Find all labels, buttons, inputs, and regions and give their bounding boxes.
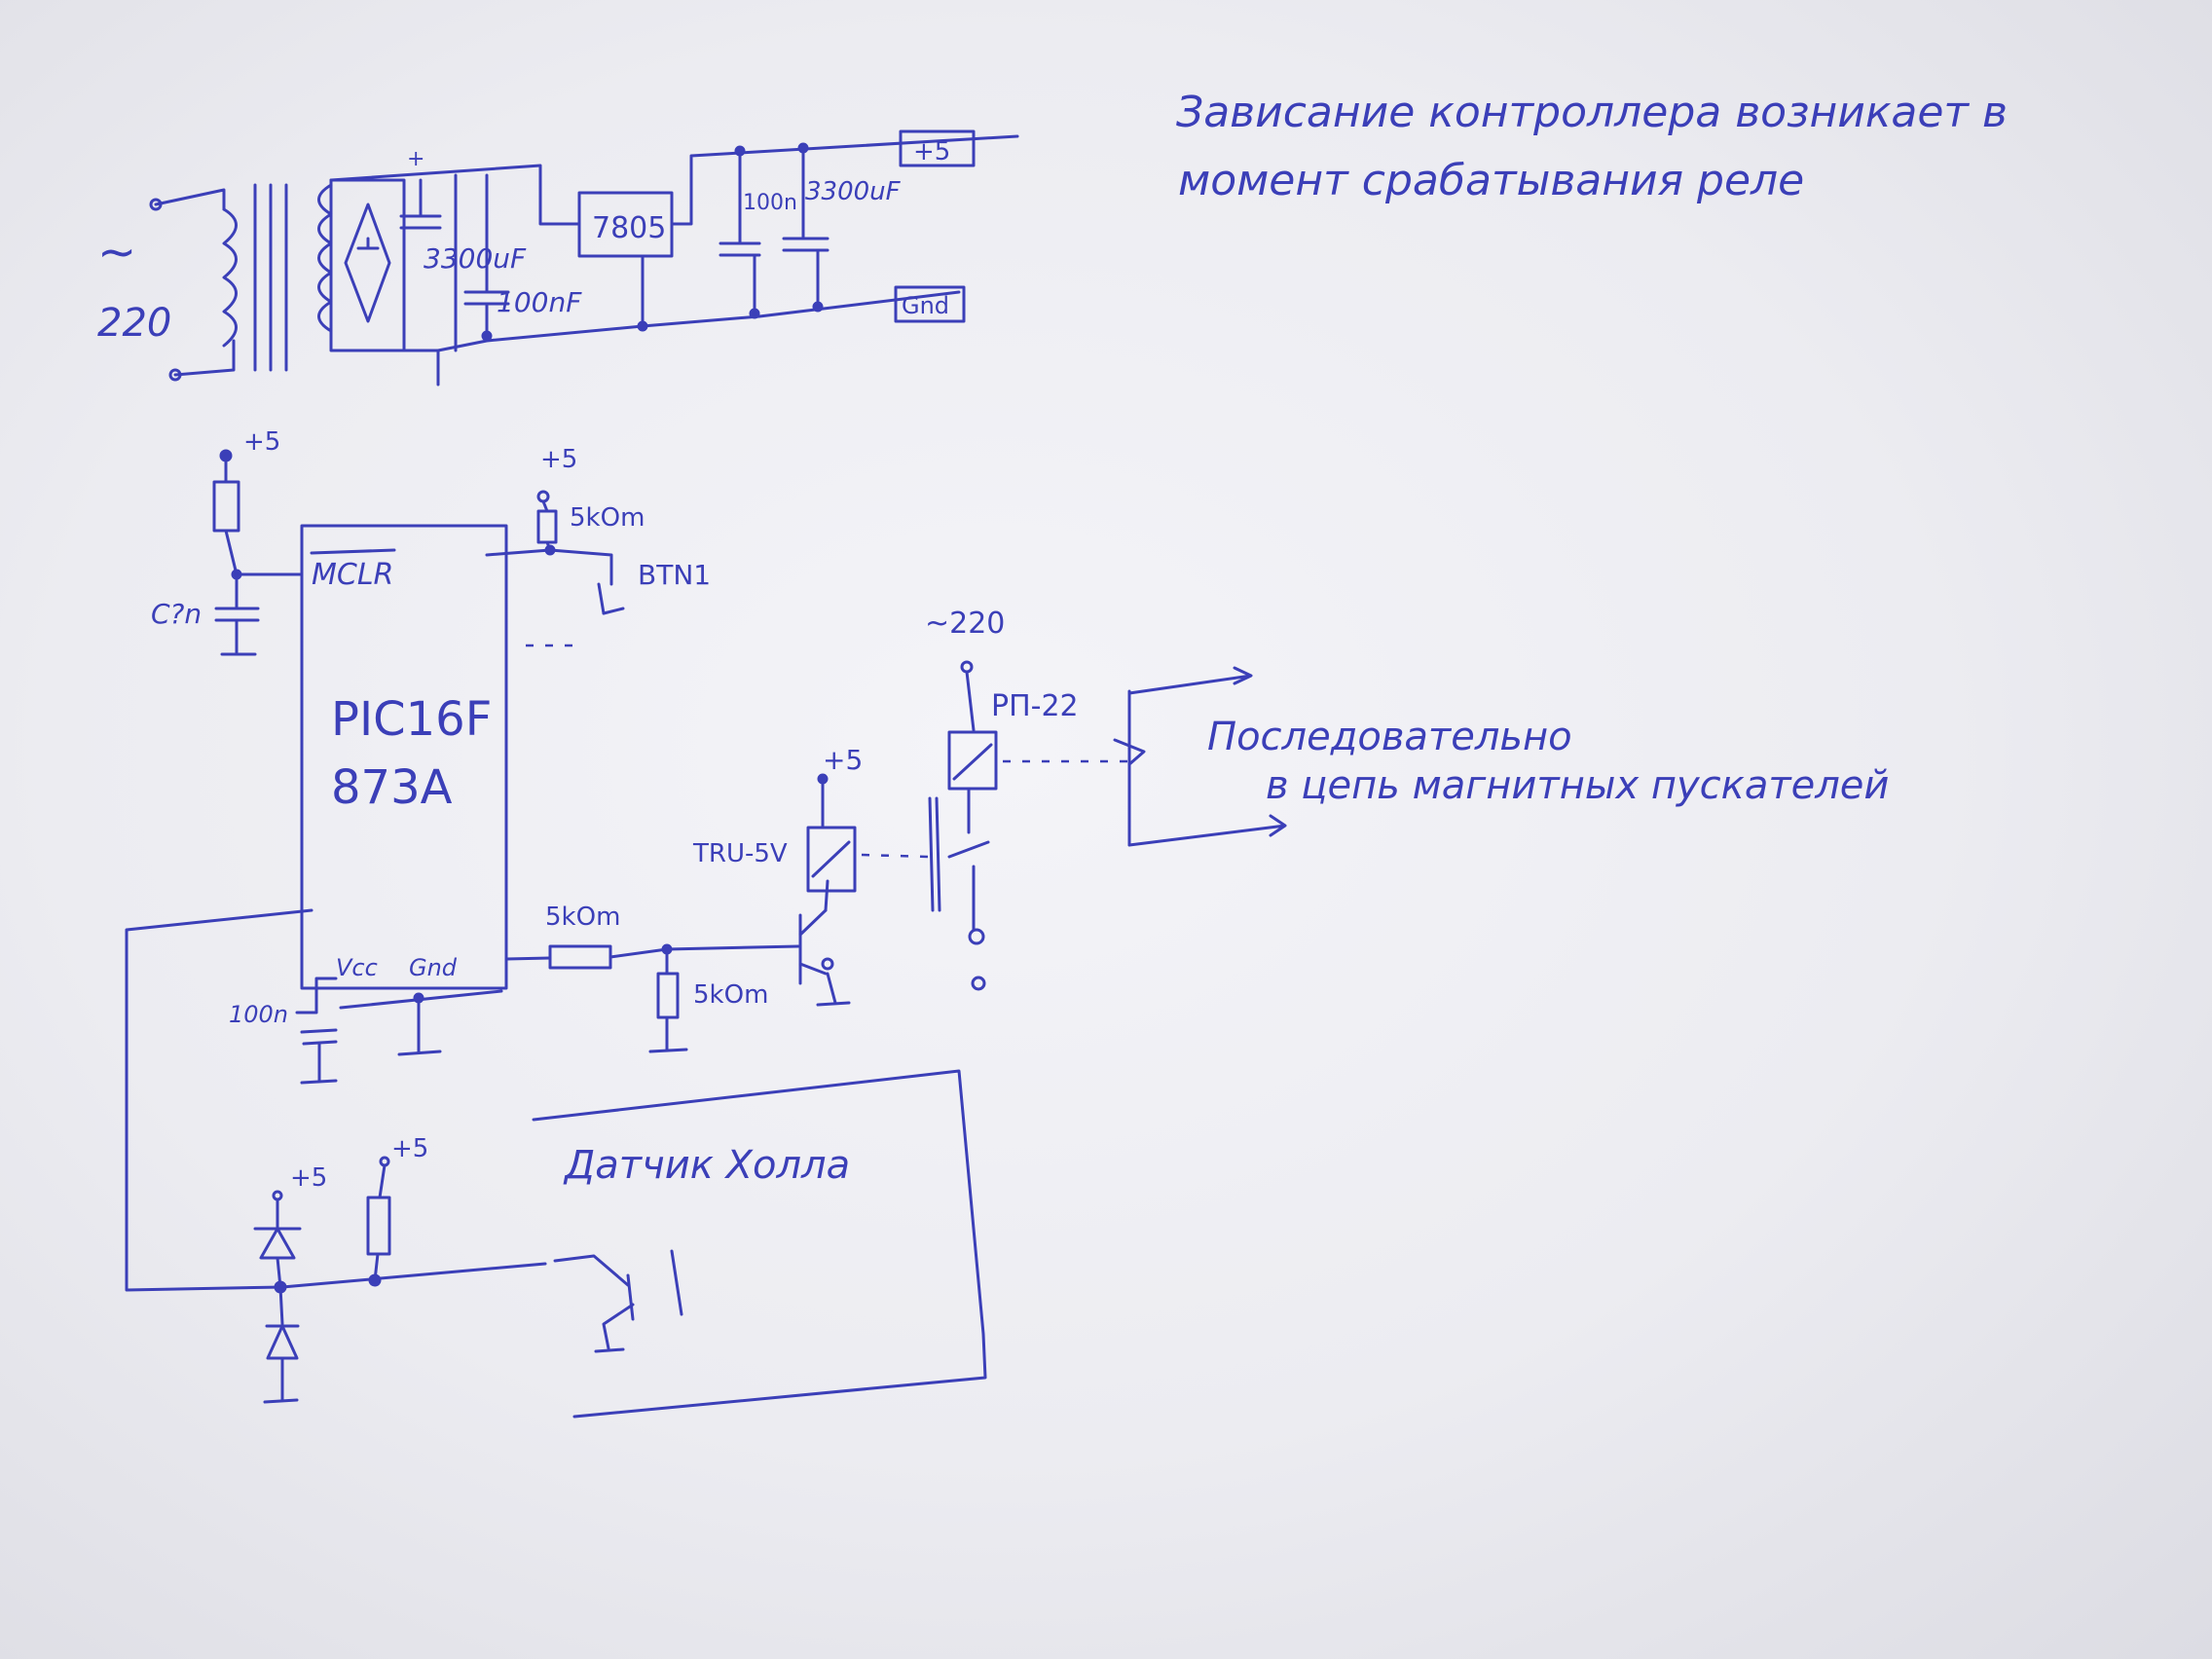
rp22-relay-coil (947, 730, 998, 791)
cap-100n-out-label: 100n (743, 191, 797, 215)
tru5v-relay-coil (806, 826, 857, 893)
hall-sensor-section: Датчик Холла +5 +5 (125, 908, 987, 1419)
mcu-name-1: PIC16F (331, 692, 492, 747)
output-plus5-terminal (899, 129, 976, 167)
output-plus5-label: +5 (913, 137, 950, 166)
mclr-supply-label: +5 (243, 427, 280, 457)
power-supply-section: ~ 220 + 3300uF 100nF 7805 (97, 129, 1019, 387)
zener-diode-bottom (266, 1324, 299, 1360)
mclr-cap-label: C?n (151, 598, 202, 630)
hall-output-transistor (626, 1273, 635, 1321)
mclr-pin-label: MCLR (312, 558, 393, 592)
transformer-secondary (317, 183, 333, 333)
vcc-pin-label: Vcc (336, 954, 378, 981)
tru5v-relay-label: TRU-5V (692, 839, 788, 868)
button-section: +5 5kOm BTN1 (485, 445, 711, 647)
cap-3300uf-out-label: 3300uF (805, 177, 902, 206)
hall-sensor-title: Датчик Холла (563, 1143, 850, 1188)
note-line-1: Зависание контроллера возникает в (1176, 88, 2008, 137)
rail-positive (329, 164, 581, 226)
relay-driver-section: 5kOm 5kOm +5 TRU-5V (504, 744, 931, 1053)
relay-contact-bar (928, 796, 935, 912)
cap-3300uf-label: 3300uF (424, 242, 527, 275)
hall-pullup-supply-label: +5 (391, 1134, 428, 1163)
decoupling-label: 100n (229, 1001, 288, 1028)
pulldown-resistor-label: 5kOm (693, 980, 768, 1010)
hall-sensor-box (532, 1069, 987, 1419)
btn1-switch[interactable] (571, 571, 645, 645)
output-gnd-terminal (894, 285, 966, 323)
base-resistor (548, 944, 612, 970)
zener-diode-top (259, 1227, 296, 1260)
btn1-label: BTN1 (638, 559, 711, 591)
relay-output-note-2: в цепь магнитных пускателей (1266, 763, 1889, 808)
hall-pullup-resistor (366, 1196, 391, 1256)
rail-output (670, 134, 1019, 226)
regulator-label: 7805 (592, 211, 666, 245)
relay-output-note-1: Последовательно (1207, 715, 1572, 759)
power-relay-section: ~220 РП-22 Последовательно в цепь магнит… (925, 607, 1889, 991)
button-pullup-resistor (536, 509, 558, 544)
mains-tilde: ~ (97, 225, 136, 279)
mcu-section: PIC16F 873A MCLR Vcc Gnd +5 C?n 100n (151, 427, 508, 1085)
relay-mains-label: ~220 (925, 607, 1005, 641)
bridge-rectifier (329, 178, 406, 352)
cap-100nf-label: 100nF (497, 286, 582, 318)
button-resistor-label: 5kOm (570, 503, 645, 533)
zener-supply-label: +5 (290, 1163, 327, 1193)
output-gnd-label: Gnd (902, 292, 949, 319)
transformer-primary (222, 207, 238, 348)
gnd-pin-label: Gnd (409, 954, 458, 981)
plus-mark: + (407, 147, 424, 171)
mcu-decoupling-cap (300, 1028, 338, 1034)
rp22-label: РП-22 (991, 689, 1079, 723)
base-resistor-label: 5kOm (545, 903, 620, 932)
pic16f873a-chip (300, 524, 508, 990)
mcu-name-2: 873A (331, 760, 453, 815)
mclr-resistor (212, 480, 240, 533)
mains-voltage-label: 220 (97, 301, 171, 346)
relay-supply-label: +5 (823, 744, 863, 776)
pulldown-resistor (656, 972, 680, 1019)
note-line-2: момент срабатывания реле (1178, 156, 1804, 205)
button-supply-label: +5 (540, 445, 577, 474)
